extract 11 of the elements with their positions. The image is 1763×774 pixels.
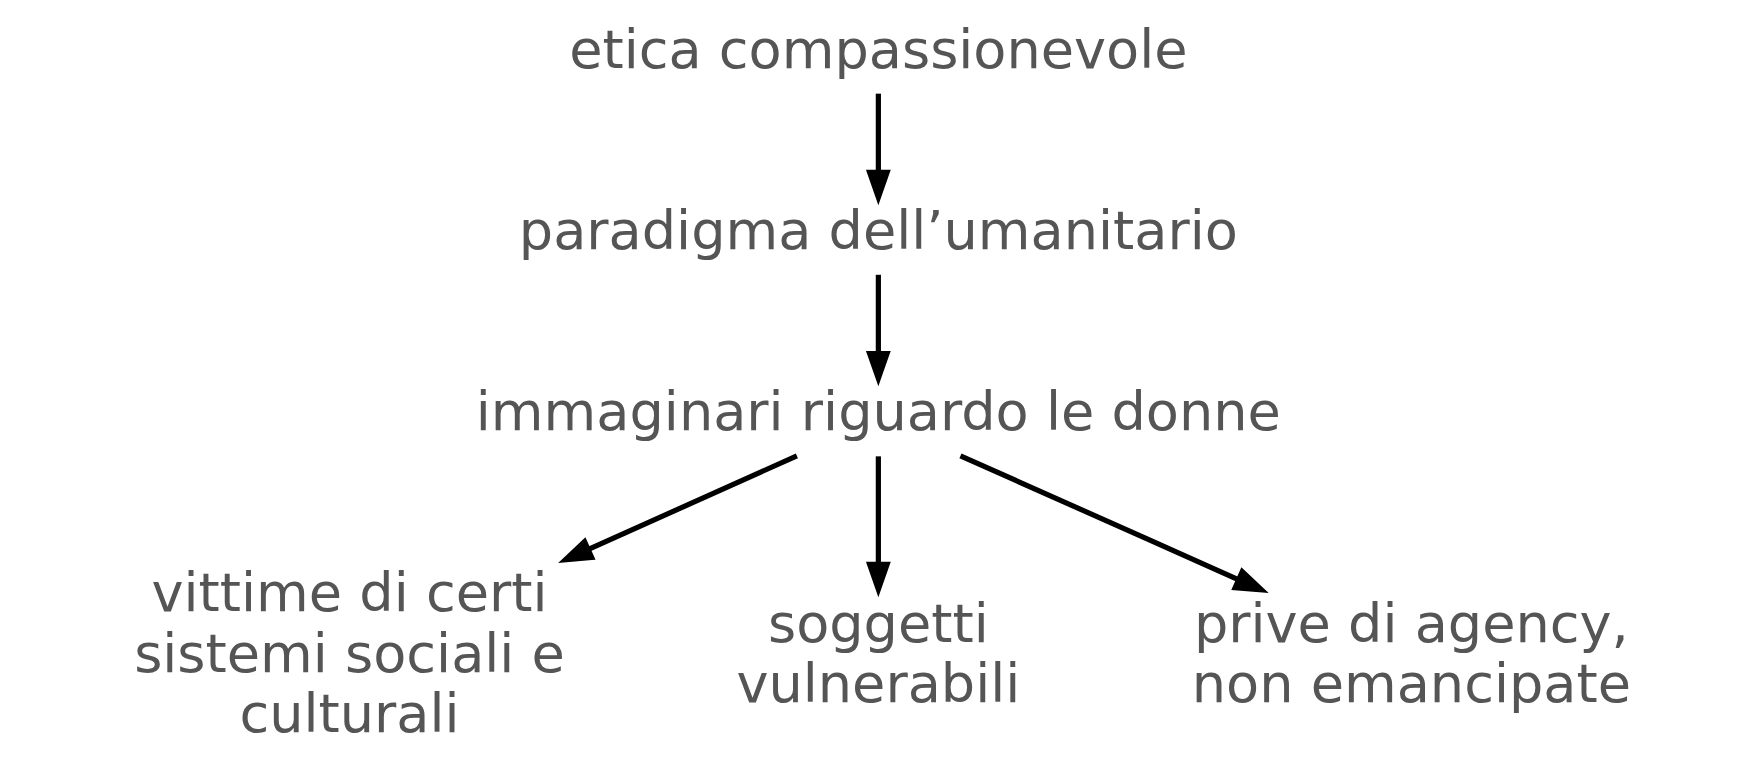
arrow <box>865 93 891 206</box>
node-text: prive di agency, non emancipate <box>1191 591 1631 716</box>
arrow <box>865 456 891 598</box>
node-text: paradigma dell’umanitario <box>518 199 1238 263</box>
node-text: etica compassionevole <box>568 18 1188 82</box>
node-text: vittime di certi sistemi sociali e culturali <box>133 561 565 746</box>
arrow <box>865 274 891 387</box>
arrow <box>557 453 798 563</box>
node-text: immaginari riguardo le donne <box>475 380 1281 444</box>
node-text: soggetti vulnerabili <box>735 591 1020 716</box>
arrow <box>958 453 1269 594</box>
